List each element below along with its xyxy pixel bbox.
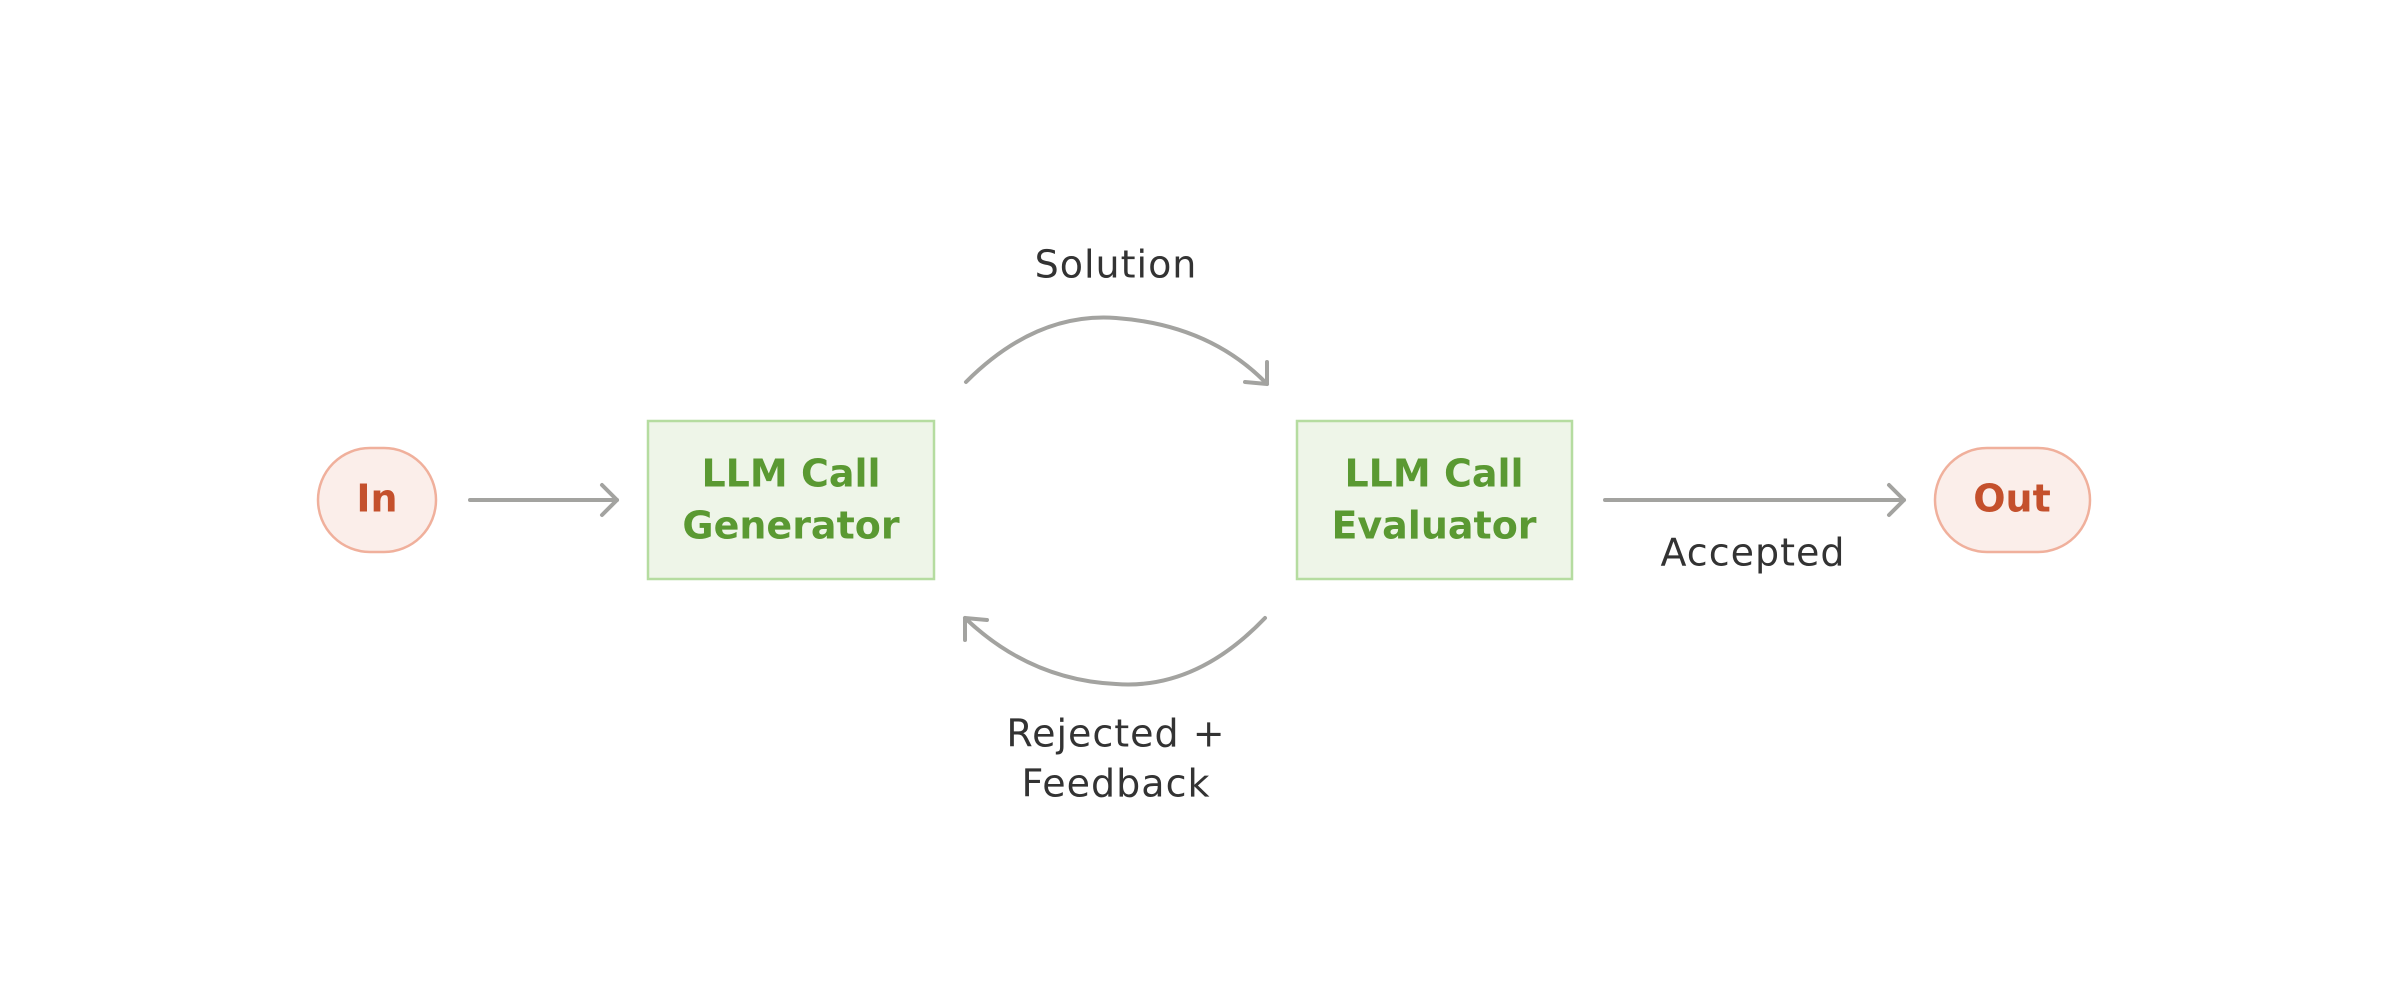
evaluator-node[interactable]: LLM Call Evaluator bbox=[1295, 419, 1574, 581]
generator-node-shape bbox=[646, 419, 936, 581]
input-to-generator-arrow bbox=[468, 483, 619, 517]
generator-node-label-line2: Generator bbox=[682, 504, 899, 548]
generator-node[interactable]: LLM Call Generator bbox=[646, 419, 936, 581]
evaluator-node-shape bbox=[1295, 419, 1574, 581]
feedback-label-line2: Feedback bbox=[1022, 762, 1211, 806]
solution-arrow bbox=[964, 315, 1269, 386]
solution-label: Solution bbox=[1035, 243, 1198, 287]
evaluator-to-output-arrow bbox=[1603, 483, 1906, 517]
accepted-label: Accepted bbox=[1660, 531, 1845, 575]
evaluator-node-label-line1: LLM Call bbox=[1344, 452, 1523, 496]
output-node[interactable]: Out bbox=[1933, 446, 2092, 554]
feedback-label-line1: Rejected + bbox=[1006, 712, 1225, 756]
input-node[interactable]: In bbox=[316, 446, 438, 554]
generator-node-label-line1: LLM Call bbox=[701, 452, 880, 496]
feedback-arrow bbox=[963, 616, 1267, 687]
evaluator-node-label-line2: Evaluator bbox=[1331, 504, 1536, 548]
output-node-shape bbox=[1933, 446, 2092, 554]
input-node-shape bbox=[316, 446, 438, 554]
input-node-label: In bbox=[356, 477, 397, 521]
output-node-label: Out bbox=[1973, 477, 2051, 521]
